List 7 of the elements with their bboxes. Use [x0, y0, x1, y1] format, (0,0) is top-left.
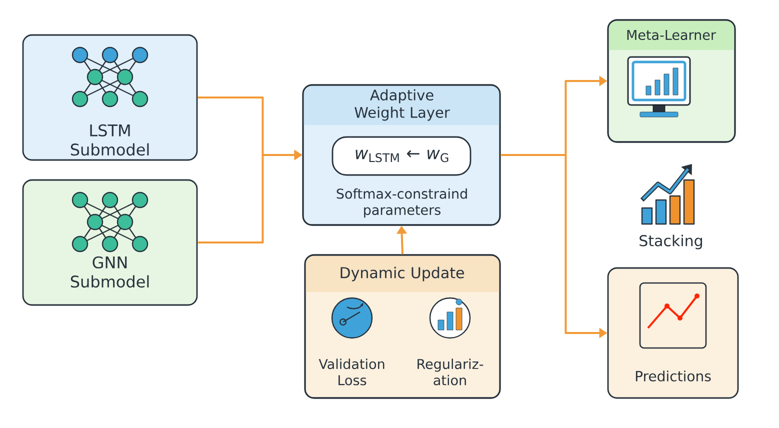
process-box: Dynamic Update Validation Loss Regulariz- ation [304, 254, 501, 399]
process-box: LSTM Submodel [22, 34, 198, 161]
process-box: Predictions [607, 267, 739, 399]
icon-caption: Stacking [640, 234, 702, 250]
process-box: GNN Submodel [22, 179, 198, 306]
formula-pill: w$_{LSTM}$ ← w$_{G}$ [332, 136, 472, 176]
process-box: Meta-Learner [607, 19, 736, 143]
